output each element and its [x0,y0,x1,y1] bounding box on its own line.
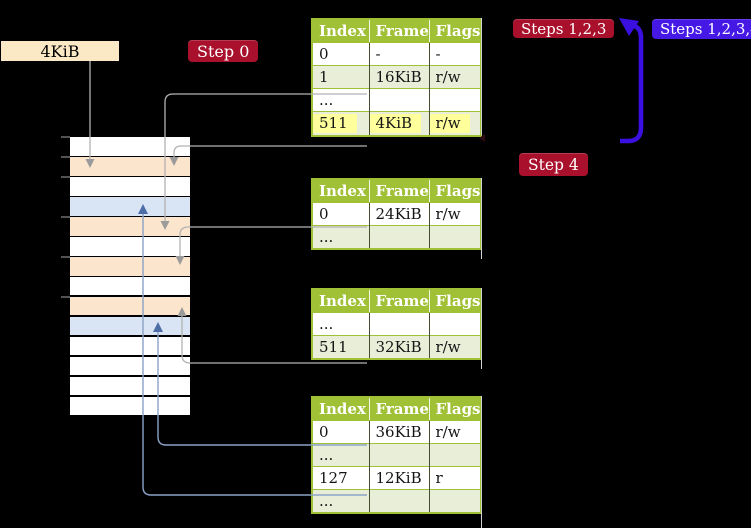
table-row: 0 - - [312,42,481,66]
frame-cell: - [368,42,429,66]
table-row: ... [312,88,481,112]
memory-frame-row [70,256,190,276]
steps1234-badge: Steps 1,2,3,4 [652,19,751,39]
flags-cell [428,489,481,513]
index-cell: 0 [319,423,329,441]
column-header-index: Index [312,397,369,421]
flags-cell: r [428,466,481,490]
column-header-index: Index [312,19,369,43]
page-table-1: Index Frame Flags 0 - - 1 16KiB r/w ... [311,18,482,137]
frame-cell [368,489,429,513]
memory-column [70,137,190,416]
column-header-flags: Flags [428,179,481,203]
memory-frame-row [70,336,190,356]
table-header-row: Index Frame Flags [312,289,481,313]
index-cell: ... [312,489,369,513]
column-header-index: Index [312,179,369,203]
table-row: ... [312,443,481,467]
index-cell: 511 [312,335,369,359]
frame-cell [368,312,429,336]
frame-cell: 16KiB [368,65,429,89]
steps123-badge: Steps 1,2,3 [513,19,615,38]
table-row: 0 24KiB r/w [312,202,481,226]
memory-frame-row [70,396,190,416]
flags-cell: - [428,42,481,66]
index-cell: 0 [319,205,329,223]
frame-cell: 32KiB [368,335,429,359]
column-header-flags: Flags [428,397,481,421]
index-cell: ... [312,443,369,467]
memory-frame-row [70,176,190,196]
table-header-row: Index Frame Flags [312,397,481,421]
memory-frame-row [70,236,190,256]
table-row: 0 36KiB r/w [312,420,481,444]
memory-frame-row [70,276,190,296]
memory-frame-row [70,296,190,316]
column-header-flags: Flags [428,19,481,43]
index-cell: 127 [312,466,369,490]
flags-cell: r/w [428,420,481,444]
table-row: 127 12KiB r [312,466,481,490]
index-cell: 0 [319,45,329,63]
memory-frame-row [70,316,190,336]
index-cell: ... [312,88,369,112]
frame-cell: 4KiB [368,111,429,136]
column-header-frame: Frame [368,179,429,203]
table-row: 1 16KiB r/w [312,65,481,89]
index-cell: ... [319,315,334,333]
flags-cell: r/w [428,65,481,89]
column-header-frame: Frame [368,19,429,43]
flags-cell [428,88,481,112]
frame-cell: 24KiB [368,202,429,226]
memory-frame-row [70,137,190,156]
column-header-flags: Flags [428,289,481,313]
column-header-frame: Frame [368,397,429,421]
frame-size-label: 4KiB [1,41,119,61]
index-cell: 1 [312,65,369,89]
frame-cell [368,443,429,467]
column-header-index: Index [312,289,369,313]
connector-table1-row511 [169,145,367,166]
memory-frame-row [70,196,190,216]
flags-cell [428,443,481,467]
flags-cell [428,312,481,336]
page-table-3: Index Frame Flags ... 511 32KiB r/w [311,288,482,360]
frame-cell: 36KiB [368,420,429,444]
page-table-4: Index Frame Flags 0 36KiB r/w ... 127 12… [311,396,482,514]
memory-frame-row [70,156,190,176]
table-row: ... [312,312,481,336]
flags-cell: r/w [428,335,481,359]
step4-badge: Step 4 [519,153,588,176]
frame-cell [368,88,429,112]
table-row: ... [312,225,481,249]
table-header-row: Index Frame Flags [312,179,481,203]
table-row: 511 32KiB r/w [312,335,481,359]
highlight: 511 [313,114,357,133]
memory-frame-row [70,356,190,376]
page-table-2: Index Frame Flags 0 24KiB r/w ... [311,178,482,250]
frame-cell: 12KiB [368,466,429,490]
flags-cell: r/w [428,202,481,226]
index-cell: ... [312,225,369,249]
flags-cell: r/w [428,111,481,136]
memory-frame-row [70,216,190,236]
column-header-frame: Frame [368,289,429,313]
memory-frame-row [70,376,190,396]
table-row-highlighted: 511 4KiB r/w [312,111,481,136]
step0-badge: Step 0 [188,40,259,62]
flags-cell [428,225,481,249]
table-header-row: Index Frame Flags [312,19,481,43]
frame-cell [368,225,429,249]
recursive-loop-arrow [619,18,644,144]
highlight: 4KiB [369,114,422,133]
highlight: r/w [429,114,470,133]
index-cell: 511 [312,111,369,136]
memory-ticks [61,136,70,298]
table-row: ... [312,489,481,513]
